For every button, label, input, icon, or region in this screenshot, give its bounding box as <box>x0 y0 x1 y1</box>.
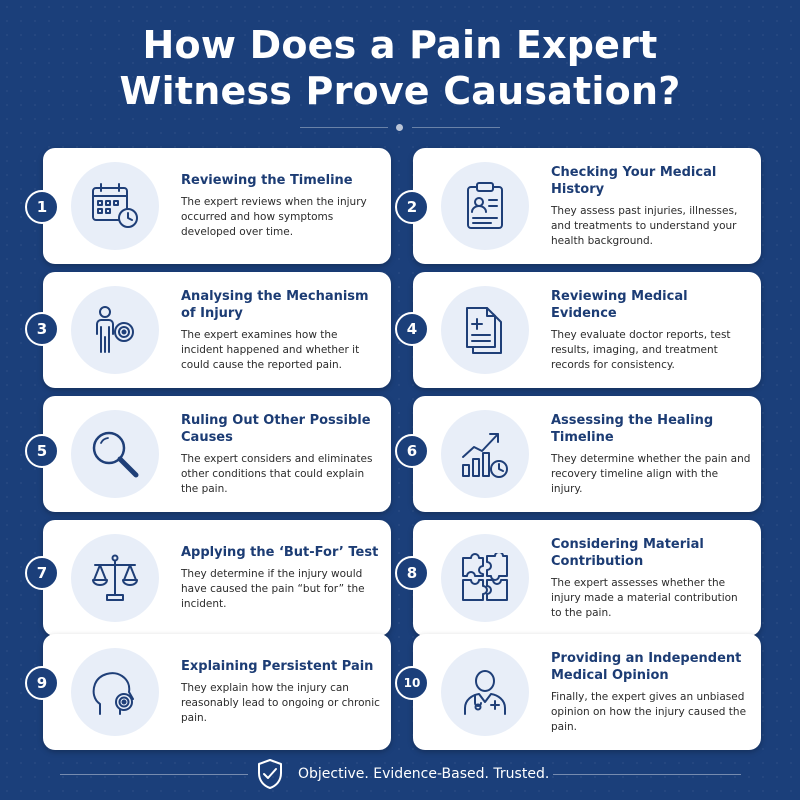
step-text: Considering Material Contribution The ex… <box>551 520 751 636</box>
step-title: Considering Material Contribution <box>551 536 704 569</box>
clipboard-patient-icon <box>467 182 503 229</box>
icon-circle <box>71 534 159 622</box>
title-divider-right <box>412 127 500 128</box>
step-description: The expert examines how the incident hap… <box>181 328 360 371</box>
chart-clock-icon <box>462 433 508 478</box>
step-card-6: Assessing the Healing Timeline They dete… <box>413 396 761 512</box>
step-title: Explaining Persistent Pain <box>181 659 374 674</box>
scales-icon <box>92 554 138 601</box>
step-card-3: Analysing the Mechanism of Injury The ex… <box>43 272 391 388</box>
step-number-badge-5: 5 <box>25 434 59 468</box>
step-description: They explain how the injury can reasonab… <box>181 682 380 724</box>
step-text: Ruling Out Other Possible Causes The exp… <box>181 396 381 512</box>
icon-circle <box>71 286 159 374</box>
step-number-badge-6: 6 <box>395 434 429 468</box>
step-description: The expert reviews when the injury occur… <box>181 196 367 238</box>
icon-circle <box>441 534 529 622</box>
icon-circle <box>441 286 529 374</box>
calendar-clock-icon <box>92 183 138 228</box>
step-text: Analysing the Mechanism of Injury The ex… <box>181 272 381 388</box>
step-number-badge-8: 8 <box>395 556 429 590</box>
footer-divider-left <box>60 774 248 775</box>
medical-documents-icon <box>466 307 502 354</box>
footer-tagline: Objective. Evidence-Based. Trusted. <box>298 766 550 782</box>
step-title: Reviewing Medical Evidence <box>551 288 688 321</box>
icon-circle <box>441 648 529 736</box>
step-description: The expert considers and eliminates othe… <box>181 452 373 495</box>
step-description: Finally, the expert gives an unbiased op… <box>551 690 747 733</box>
step-title: Applying the ‘But-For’ Test <box>181 545 379 560</box>
step-number-badge-9: 9 <box>25 666 59 700</box>
page-title: How Does a Pain Expert Witness Prove Cau… <box>0 22 800 114</box>
icon-circle <box>71 648 159 736</box>
step-title: Checking Your Medical History <box>551 164 717 197</box>
icon-circle <box>71 162 159 250</box>
step-card-5: Ruling Out Other Possible Causes The exp… <box>43 396 391 512</box>
magnifying-glass-icon <box>92 431 139 478</box>
icon-circle <box>441 410 529 498</box>
step-text: Applying the ‘But-For’ Test They determi… <box>181 520 381 636</box>
page-title-line-1: How Does a Pain Expert <box>142 23 658 67</box>
step-card-1: Reviewing the Timeline The expert review… <box>43 148 391 264</box>
step-text: Explaining Persistent Pain They explain … <box>181 634 381 750</box>
step-number-badge-2: 2 <box>395 190 429 224</box>
step-card-2: Checking Your Medical History They asses… <box>413 148 761 264</box>
step-card-9: Explaining Persistent Pain They explain … <box>43 634 391 750</box>
title-divider-left <box>300 127 388 128</box>
step-title: Analysing the Mechanism of Injury <box>181 288 369 321</box>
step-card-4: Reviewing Medical Evidence They evaluate… <box>413 272 761 388</box>
step-title: Assessing the Healing Timeline <box>551 412 714 445</box>
puzzle-icon <box>462 553 508 601</box>
step-number-badge-10: 10 <box>395 666 429 700</box>
footer-divider-right <box>553 774 741 775</box>
step-number-badge-4: 4 <box>395 312 429 346</box>
step-title: Providing an Independent Medical Opinion <box>551 650 742 683</box>
step-card-7: Applying the ‘But-For’ Test They determi… <box>43 520 391 636</box>
person-target-icon <box>96 306 134 353</box>
icon-circle <box>441 162 529 250</box>
step-description: They assess past injuries, illnesses, an… <box>551 204 738 247</box>
step-text: Providing an Independent Medical Opinion… <box>551 634 751 750</box>
step-title: Reviewing the Timeline <box>181 173 353 188</box>
step-text: Reviewing the Timeline The expert review… <box>181 148 381 264</box>
step-title: Ruling Out Other Possible Causes <box>181 412 371 445</box>
page-title-line-2: Witness Prove Causation? <box>119 69 681 113</box>
head-pain-icon <box>92 672 134 715</box>
title-divider-dot <box>396 124 403 131</box>
step-description: They determine if the injury would have … <box>181 568 365 610</box>
doctor-icon <box>464 670 506 715</box>
step-text: Assessing the Healing Timeline They dete… <box>551 396 751 512</box>
step-number-badge-7: 7 <box>25 556 59 590</box>
shield-check-icon <box>258 759 282 789</box>
step-text: Checking Your Medical History They asses… <box>551 148 751 264</box>
step-number-badge-3: 3 <box>25 312 59 346</box>
icon-circle <box>71 410 159 498</box>
step-description: The expert assesses whether the injury m… <box>551 576 738 619</box>
step-card-8: Considering Material Contribution The ex… <box>413 520 761 636</box>
step-text: Reviewing Medical Evidence They evaluate… <box>551 272 751 388</box>
step-card-10: Providing an Independent Medical Opinion… <box>413 634 761 750</box>
step-description: They determine whether the pain and reco… <box>551 452 751 495</box>
step-description: They evaluate doctor reports, test resul… <box>551 328 731 371</box>
step-number-badge-1: 1 <box>25 190 59 224</box>
